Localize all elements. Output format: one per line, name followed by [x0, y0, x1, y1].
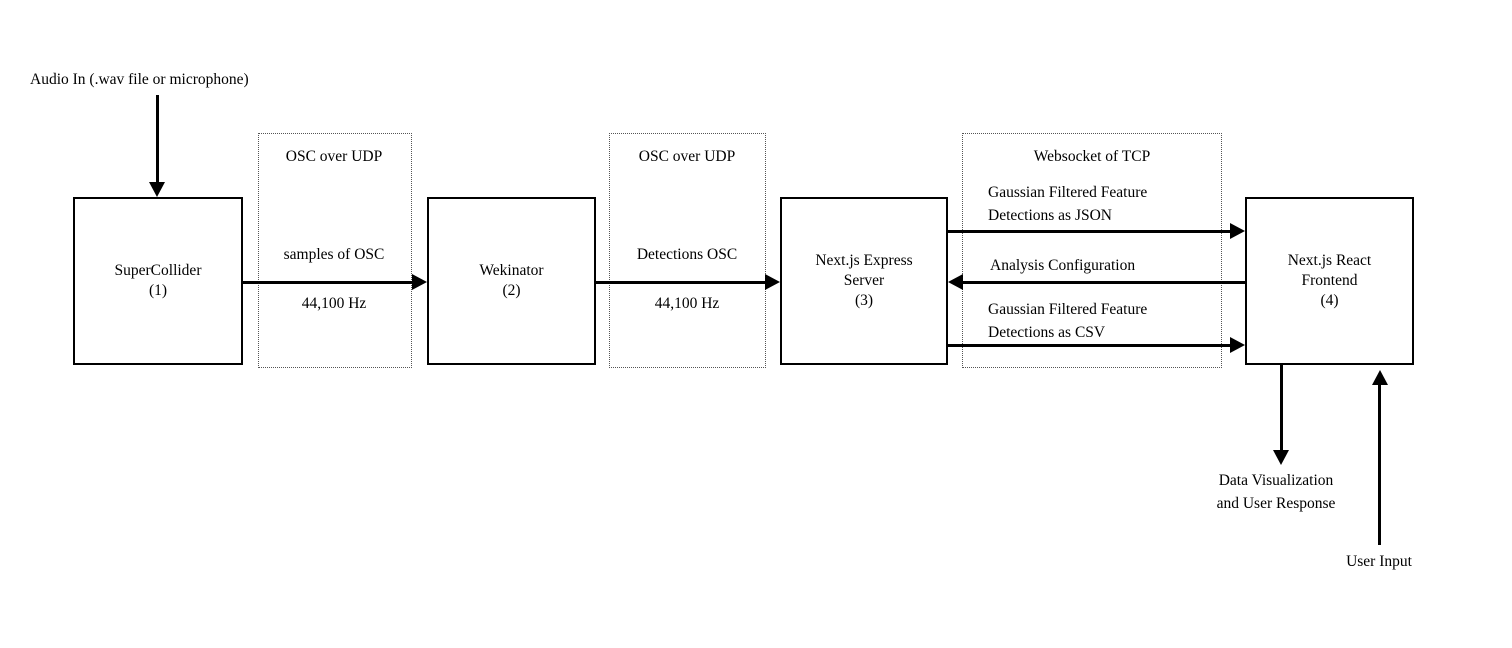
data-visualization-arrow-line: [1280, 365, 1283, 450]
node-express-server[interactable]: Next.js Express Server (3): [780, 197, 948, 365]
channel-region-wek-to-server: [609, 133, 766, 368]
node-supercollider-title: SuperCollider: [114, 262, 202, 279]
channel-wek-to-server-arrow-line: [596, 281, 765, 284]
channel-wek-to-server-arrow-head: [765, 274, 780, 290]
flow-json-arrow-line: [948, 230, 1230, 233]
data-visualization-arrow-head: [1273, 450, 1289, 465]
channel-wek-to-server-rate-label: 44,100 Hz: [654, 295, 720, 312]
flow-json-label-line1: Gaussian Filtered Feature: [988, 184, 1148, 201]
node-wekinator-index: (2): [502, 282, 521, 299]
node-wekinator[interactable]: Wekinator (2): [427, 197, 596, 365]
data-visualization-label-line2: and User Response: [1216, 495, 1336, 512]
node-react-frontend-index: (4): [1320, 292, 1339, 309]
channel-sc-to-wek-protocol-label: OSC over UDP: [285, 148, 383, 165]
audio-in-arrow-head: [149, 182, 165, 197]
channel-wek-to-server-payload-label: Detections OSC: [636, 246, 738, 263]
flow-csv-label-line2: Detections as CSV: [988, 324, 1106, 341]
node-express-server-title: Next.js Express: [815, 252, 913, 269]
audio-in-arrow-line: [156, 95, 159, 182]
data-visualization-label-line1: Data Visualization: [1218, 472, 1334, 489]
flow-json-label-line2: Detections as JSON: [988, 207, 1112, 224]
node-react-frontend-title: Next.js React: [1287, 252, 1372, 269]
node-express-server-title2: Server: [843, 272, 885, 289]
channel-wek-to-server-protocol-label: OSC over UDP: [638, 148, 736, 165]
node-supercollider[interactable]: SuperCollider (1): [73, 197, 243, 365]
flow-csv-label-line1: Gaussian Filtered Feature: [988, 301, 1148, 318]
channel-sc-to-wek-arrow-head: [412, 274, 427, 290]
user-input-arrow-head: [1372, 370, 1388, 385]
audio-in-label: Audio In (.wav file or microphone): [30, 71, 249, 88]
flow-json-arrow-head: [1230, 223, 1245, 239]
node-supercollider-index: (1): [148, 282, 168, 299]
node-wekinator-title: Wekinator: [479, 262, 544, 279]
channel-sc-to-wek-rate-label: 44,100 Hz: [301, 295, 367, 312]
channel-sc-to-wek-arrow-line: [243, 281, 412, 284]
flow-csv-arrow-head: [1230, 337, 1245, 353]
flow-config-label: Analysis Configuration: [990, 257, 1136, 274]
node-react-frontend[interactable]: Next.js React Frontend (4): [1245, 197, 1414, 365]
flow-config-arrow-head: [948, 274, 963, 290]
channel-sc-to-wek-payload-label: samples of OSC: [283, 246, 385, 263]
channel-region-sc-to-wek: [258, 133, 412, 368]
flow-csv-arrow-line: [948, 344, 1230, 347]
node-react-frontend-title2: Frontend: [1301, 272, 1358, 289]
channel-region-server-to-client: [962, 133, 1222, 368]
node-express-server-index: (3): [854, 292, 874, 309]
user-input-arrow-line: [1378, 385, 1381, 545]
user-input-label: User Input: [1346, 553, 1412, 570]
channel-server-to-client-protocol-label: Websocket of TCP: [1033, 148, 1151, 165]
flow-config-arrow-line: [963, 281, 1245, 284]
